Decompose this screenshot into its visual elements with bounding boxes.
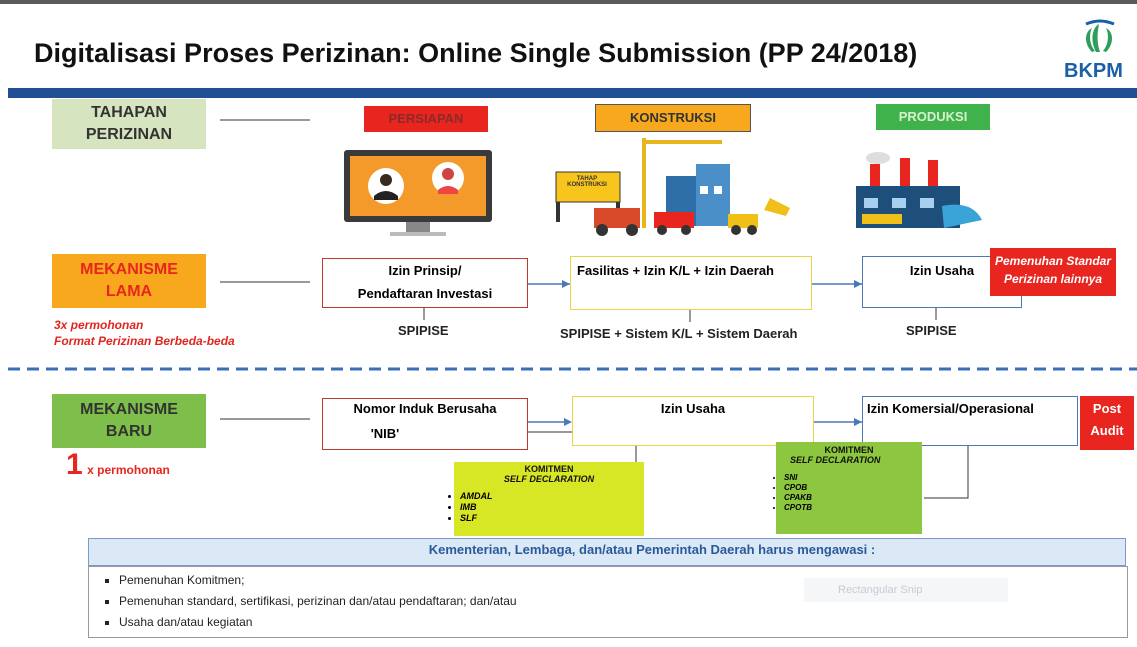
- monitor-people-icon: [344, 150, 492, 236]
- lama-box-fasilitas: Fasilitas + Izin K/L + Izin Daerah: [570, 256, 812, 310]
- komitmen-box-1: KOMITMEN SELF DECLARATION: [454, 462, 644, 536]
- standar-line2: Perizinan lainnya: [1003, 272, 1103, 286]
- tahapan-label: TAHAPAN PERIZINAN: [52, 99, 206, 149]
- pengawasan-item: Pemenuhan standard, sertifikasi, perizin…: [119, 594, 1127, 608]
- baru-box2-text: Izin Usaha: [660, 401, 726, 416]
- komitmen1-subtitle: SELF DECLARATION: [503, 474, 595, 484]
- baru-box-nib: Nomor Induk Berusaha 'NIB': [322, 398, 528, 450]
- post-audit-line2: Audit: [1090, 423, 1124, 438]
- komitmen2-item: CPOTB: [784, 503, 812, 512]
- komitmen-box-2: KOMITMEN SELF DECLARATION: [776, 442, 922, 534]
- komitmen1-item: SLF: [460, 513, 493, 523]
- lama-box-izin-prinsip: Izin Prinsip/ Pendaftaran Investasi: [322, 258, 528, 308]
- baru-count-text: x permohonan: [87, 463, 170, 477]
- komitmen2-item: CPOB: [784, 483, 812, 492]
- construction-icon: [555, 138, 790, 236]
- komitmen2-list: SNI CPOB CPAKB CPOTB: [762, 472, 812, 513]
- standar-line1: Pemenuhan Standar: [994, 254, 1112, 268]
- post-audit-line1: Post: [1092, 401, 1122, 416]
- pengawasan-item: Usaha dan/atau kegiatan: [119, 615, 1127, 629]
- komitmen2-item: CPAKB: [784, 493, 812, 502]
- mekanisme-baru-text: MEKANISME BARU: [80, 401, 178, 440]
- baru-box1-line1: Nomor Induk Berusaha: [353, 401, 497, 416]
- stage-persiapan: PERSIAPAN: [364, 106, 488, 132]
- ghost-snip-text: Rectangular Snip: [838, 584, 923, 596]
- mekanisme-lama-text: MEKANISME LAMA: [80, 261, 178, 300]
- komitmen2-subtitle: SELF DECLARATION: [790, 455, 881, 465]
- komitmen1-item: IMB: [460, 502, 493, 512]
- lama-note-1: 3x permohonan: [54, 318, 144, 332]
- baru-count: 1 x permohonan: [66, 448, 170, 482]
- lama-box3-text: Izin Usaha: [909, 263, 975, 278]
- logo-text: BKPM: [1064, 60, 1123, 82]
- komitmen1-title: KOMITMEN: [524, 464, 574, 474]
- baru-count-number: 1: [66, 448, 83, 481]
- baru-box1-line2: 'NIB': [370, 426, 400, 441]
- lama-box1-line2: Pendaftaran Investasi: [357, 286, 493, 301]
- lama-system-3: SPIPISE: [906, 323, 957, 338]
- stage-konstruksi: KONSTRUKSI: [595, 104, 751, 132]
- pengawasan-list-box: Pemenuhan Komitmen; Pemenuhan standard, …: [88, 566, 1128, 638]
- pengawasan-banner-text: Kementerian, Lembaga, dan/atau Pemerinta…: [428, 542, 876, 557]
- komitmen1-item: AMDAL: [460, 491, 493, 501]
- pengawasan-list: Pemenuhan Komitmen; Pemenuhan standard, …: [89, 573, 1127, 629]
- construction-sign-text: TAHAP KONSTRUKSI: [567, 176, 607, 188]
- bkpm-logo-icon: [1085, 19, 1115, 52]
- lama-system-1: SPIPISE: [398, 323, 449, 338]
- page-title: Digitalisasi Proses Perizinan: Online Si…: [34, 38, 918, 68]
- komitmen2-item: SNI: [784, 473, 812, 482]
- pemenuhan-standar-tag: Pemenuhan Standar Perizinan lainnya: [990, 248, 1116, 296]
- factory-icon: [856, 152, 982, 228]
- mekanisme-baru-label: MEKANISME BARU: [52, 394, 206, 448]
- pengawasan-banner: Kementerian, Lembaga, dan/atau Pemerinta…: [88, 538, 1126, 566]
- stage-produksi: PRODUKSI: [876, 104, 990, 130]
- lama-system-2: SPIPISE + Sistem K/L + Sistem Daerah: [560, 326, 798, 341]
- baru-box3-text: Izin Komersial/Operasional: [867, 401, 1034, 416]
- komitmen2-title: KOMITMEN: [824, 445, 874, 455]
- baru-box-izin-komersial: Izin Komersial/Operasional: [862, 396, 1078, 446]
- mekanisme-lama-label: MEKANISME LAMA: [52, 254, 206, 308]
- top-border: [0, 0, 1137, 4]
- lama-note-2: Format Perizinan Berbeda-beda: [54, 334, 235, 348]
- lama-box1-line1: Izin Prinsip/: [388, 263, 462, 278]
- komitmen1-list: AMDAL IMB SLF: [438, 490, 493, 524]
- pengawasan-item: Pemenuhan Komitmen;: [119, 573, 1127, 587]
- post-audit-tag: Post Audit: [1080, 396, 1134, 450]
- baru-box-izin-usaha: Izin Usaha: [572, 396, 814, 446]
- header-divider: [8, 88, 1137, 98]
- lama-box2-text: Fasilitas + Izin K/L + Izin Daerah: [577, 263, 774, 278]
- ghost-rectangular-snip: Rectangular Snip: [804, 578, 1008, 602]
- tahapan-label-text: TAHAPAN PERIZINAN: [85, 104, 173, 143]
